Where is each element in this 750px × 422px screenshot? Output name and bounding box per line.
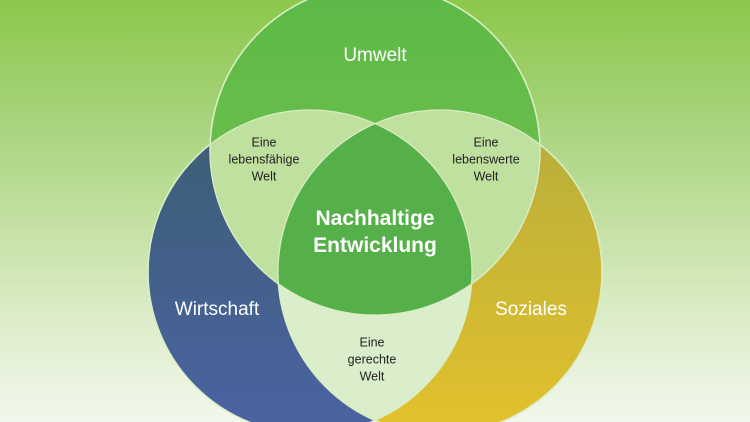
label-gerechte-welt: Eine gerechte Welt <box>347 335 397 384</box>
label-soziales: Soziales <box>495 299 567 320</box>
label-nachhaltige-entwicklung: Nachhaltige Entwicklung <box>313 207 437 257</box>
label-lebensfaehige-welt: Eine lebensfähige Welt <box>228 135 300 184</box>
label-wirtschaft: Wirtschaft <box>174 299 260 320</box>
label-lebenswerte-welt: Eine lebenswerte Welt <box>452 135 520 184</box>
center-overlap <box>278 110 472 315</box>
label-umwelt: Umwelt <box>343 45 407 66</box>
